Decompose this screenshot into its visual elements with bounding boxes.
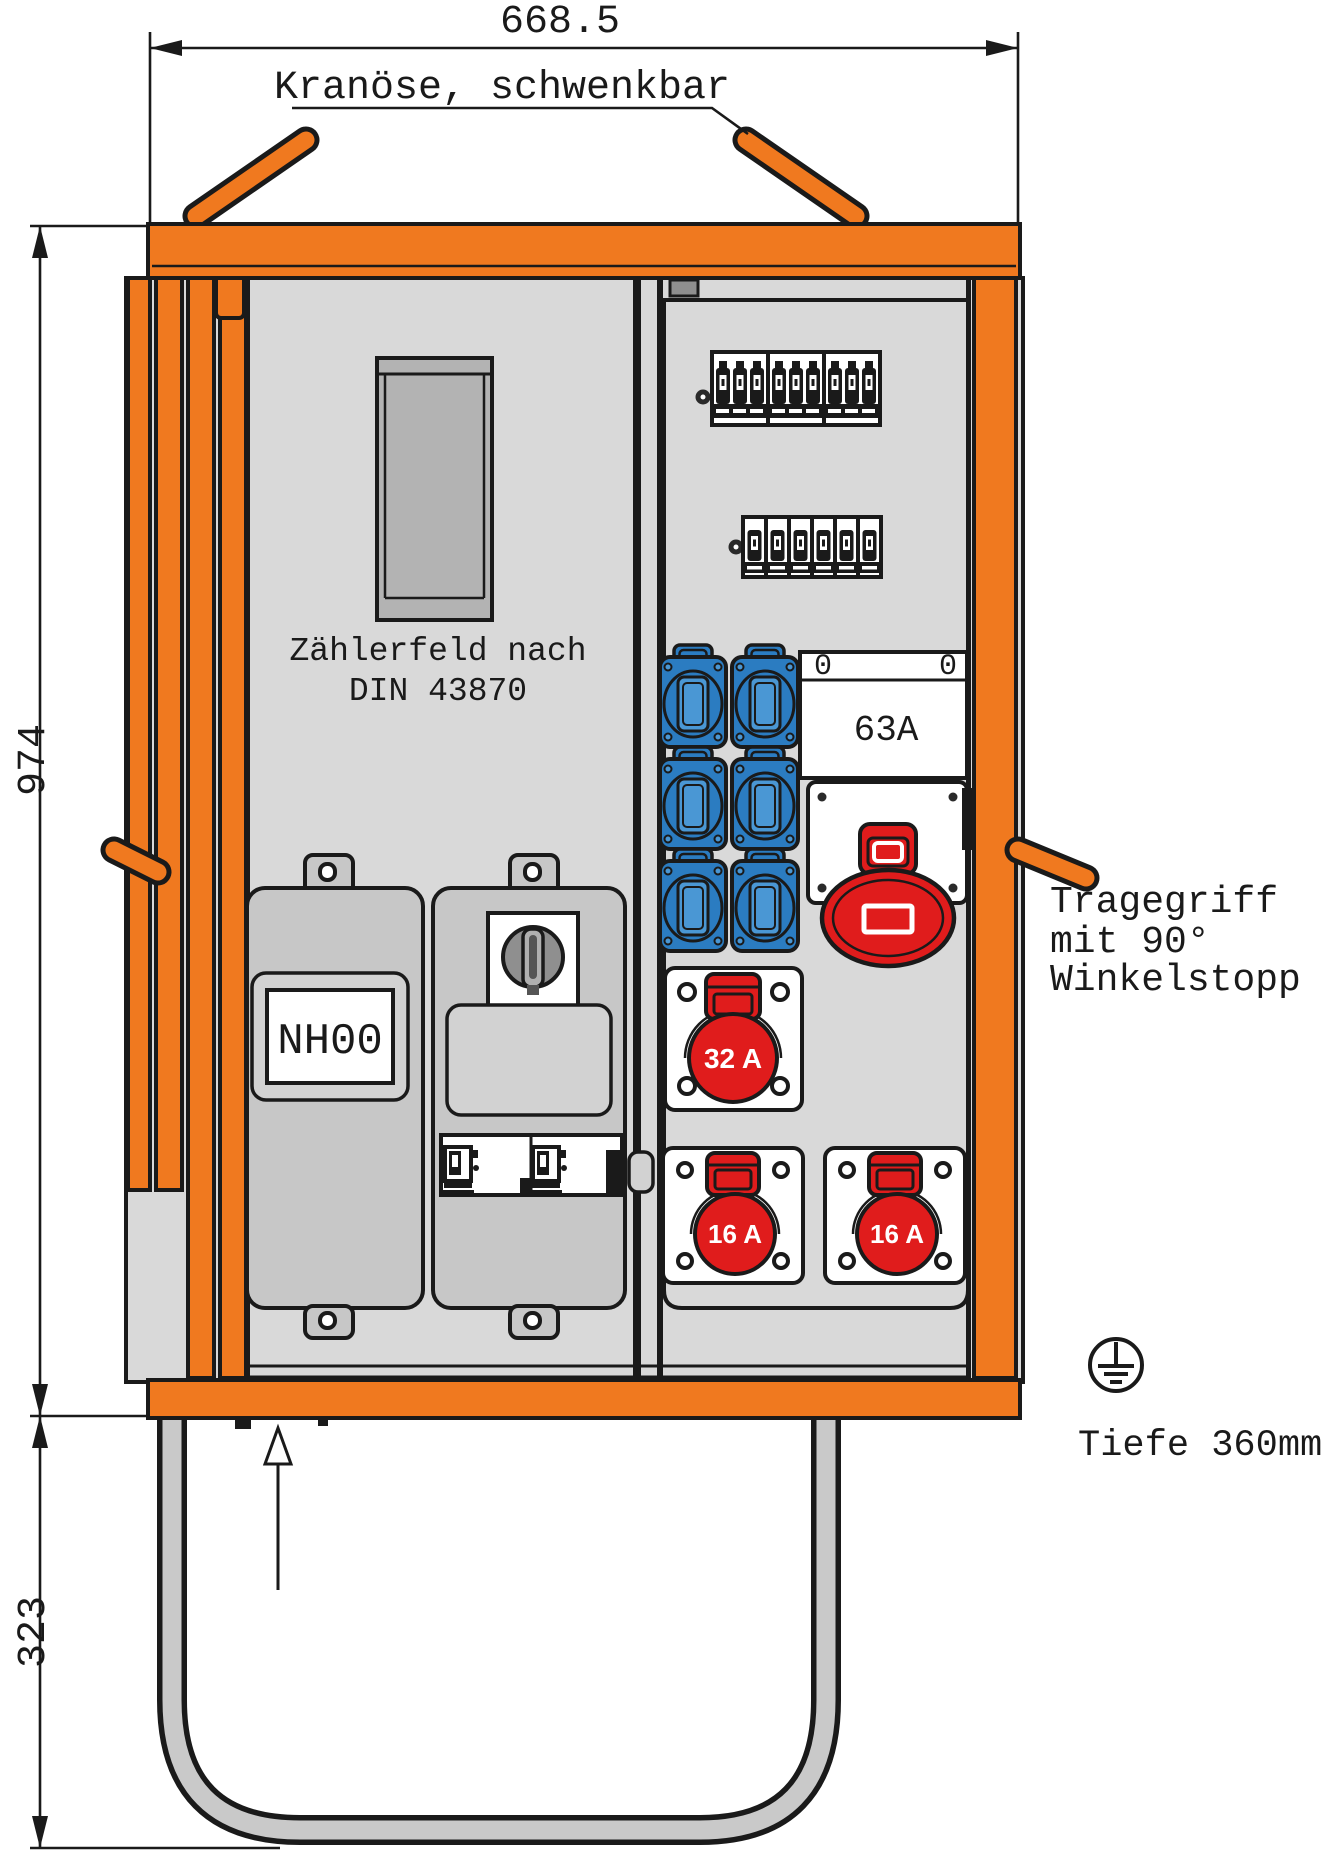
switch-rating-label: 63A bbox=[854, 710, 919, 751]
switch-zero-left: 0 bbox=[814, 650, 832, 684]
cable-entry-arrow bbox=[262, 1423, 294, 1590]
cee-socket-16a-right: 16 A bbox=[823, 1146, 967, 1285]
main-switch-panel bbox=[431, 853, 627, 1340]
meter-window bbox=[375, 356, 494, 622]
mount-hole bbox=[523, 1311, 542, 1330]
ground-symbol bbox=[1088, 1337, 1144, 1393]
mount-hole bbox=[318, 1311, 337, 1330]
mcb-row-1pole bbox=[728, 515, 883, 579]
cee-16a-right-label: 16 A bbox=[870, 1219, 924, 1249]
stand-pivot bbox=[318, 1418, 328, 1426]
meter-field-label-line2: DIN 43870 bbox=[349, 673, 527, 710]
cee-socket-16a-left: 16 A bbox=[661, 1146, 805, 1285]
carry-handle-label-line2: mit 90° bbox=[1050, 921, 1210, 964]
nh00-label: NH00 bbox=[277, 1017, 383, 1067]
mount-hole bbox=[523, 862, 542, 882]
callout-crane-eye: Kranöse, schwenkbar bbox=[274, 66, 749, 136]
switch-zero-right: 0 bbox=[939, 650, 957, 684]
dim-width-value: 668.5 bbox=[500, 0, 620, 45]
dim-stand-value: 323 bbox=[12, 1596, 57, 1668]
top-frame-bar bbox=[146, 222, 1022, 280]
mcb-3pole bbox=[822, 350, 882, 427]
dimension-stand-height: 323 bbox=[12, 1414, 280, 1850]
fuse-terminal bbox=[530, 1145, 567, 1195]
callout-carry-handle: Tragegriff mit 90° Winkelstopp bbox=[1050, 881, 1301, 1002]
mcb-1pole bbox=[856, 515, 883, 579]
schuko-socket bbox=[658, 847, 728, 953]
crane-eye-right bbox=[732, 126, 870, 230]
mcb-1pole bbox=[741, 515, 768, 579]
switch-box-63a: 0 0 63A bbox=[798, 650, 969, 780]
cee-socket-63a bbox=[806, 780, 969, 969]
schuko-socket bbox=[658, 745, 728, 851]
door-latch bbox=[627, 1150, 655, 1194]
carry-handle-label-line3: Winkelstopp bbox=[1050, 959, 1301, 1002]
cee-socket-32a: 32 A bbox=[663, 966, 804, 1112]
mcb-1pole bbox=[833, 515, 860, 579]
mcb-1pole bbox=[810, 515, 837, 579]
terminal-strip bbox=[439, 1133, 624, 1197]
depth-note: Tiefe 360mm bbox=[1078, 1425, 1322, 1467]
schuko-socket bbox=[730, 847, 800, 953]
schuko-socket bbox=[730, 745, 800, 851]
mcb-row-3pole bbox=[695, 350, 882, 427]
mcb-1pole bbox=[764, 515, 791, 579]
mount-hole bbox=[318, 862, 337, 882]
carry-handle-right bbox=[1004, 836, 1100, 892]
right-frame bbox=[966, 276, 1018, 1380]
cee-32a-label: 32 A bbox=[704, 1043, 762, 1074]
hinge bbox=[668, 278, 700, 298]
crane-eye-left bbox=[182, 126, 320, 230]
mcb-1pole bbox=[787, 515, 814, 579]
left-door-edge bbox=[126, 270, 248, 1380]
rotary-switch-knob bbox=[501, 925, 565, 995]
cabinet: Zählerfeld nach DIN 43870 NH00 bbox=[100, 222, 1100, 1429]
stand-pivot bbox=[235, 1418, 251, 1429]
mcb-3pole bbox=[766, 350, 826, 427]
cee-16a-left-label: 16 A bbox=[708, 1219, 762, 1249]
meter-field-label-line1: Zählerfeld nach bbox=[289, 633, 586, 670]
bottom-frame-bar bbox=[146, 1378, 1022, 1420]
mcb-3pole bbox=[710, 350, 770, 427]
nh00-fuse-panel: NH00 bbox=[245, 853, 425, 1340]
carry-handle-label-line1: Tragegriff bbox=[1050, 881, 1278, 924]
support-stand bbox=[157, 1190, 853, 1845]
dimension-cabinet-height: 974 bbox=[12, 224, 150, 1416]
fuse-terminal bbox=[442, 1145, 479, 1195]
handle-left bbox=[100, 836, 172, 886]
dimension-top-width: 668.5 bbox=[148, 0, 1020, 222]
crane-eye-label: Kranöse, schwenkbar bbox=[274, 66, 730, 111]
schuko-socket bbox=[730, 643, 800, 749]
schuko-socket bbox=[658, 643, 728, 749]
dim-height-value: 974 bbox=[12, 724, 57, 796]
